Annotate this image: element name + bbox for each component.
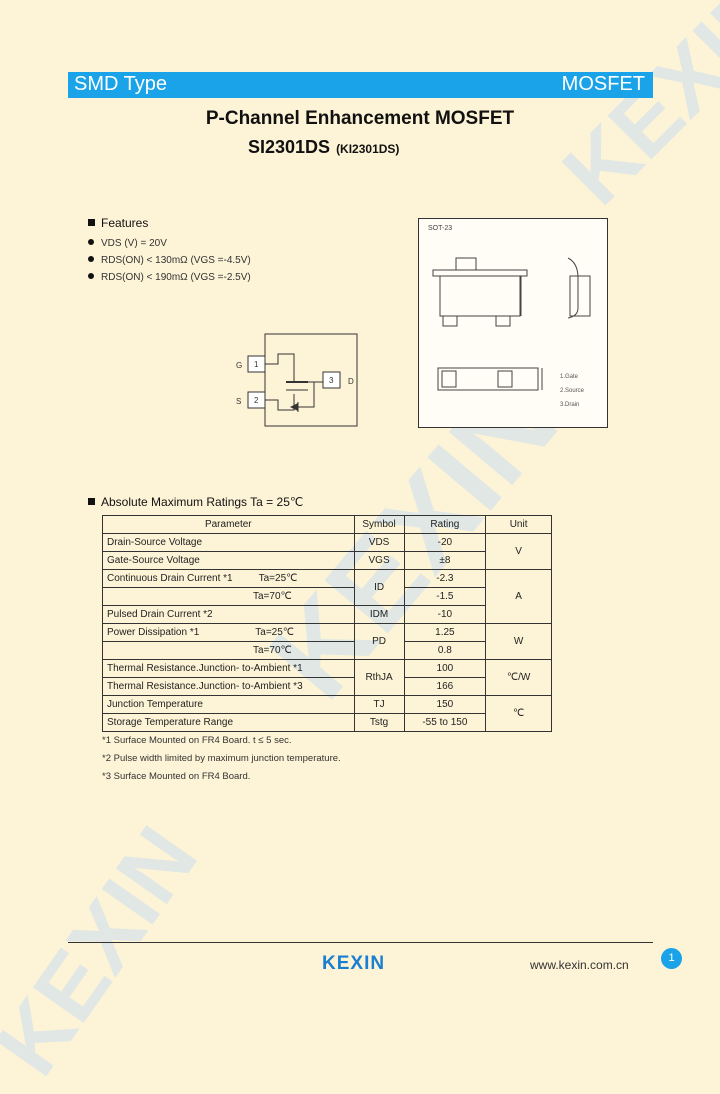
rating-cell: 166 xyxy=(403,677,487,696)
unit-cell: ℃/W xyxy=(485,659,552,696)
part-main: SI2301DS xyxy=(248,137,331,157)
watermark-bottom: KEXIN xyxy=(0,809,217,1093)
param-cell: Ta=70℃ xyxy=(102,641,355,660)
page-title: P-Channel Enhancement MOSFET xyxy=(205,108,515,129)
footnote: *2 Pulse width limited by maximum juncti… xyxy=(102,753,341,764)
rating-cell: -55 to 150 xyxy=(403,713,487,732)
footer-divider xyxy=(68,942,653,943)
table-header-row: Parameter Symbol Rating Unit xyxy=(102,515,552,534)
table-row: Pulsed Drain Current *2 IDM -10 xyxy=(102,605,552,624)
bullet-square-icon xyxy=(88,219,95,226)
symbol-cell: PD xyxy=(353,623,405,660)
pin1-label: 1 xyxy=(254,360,259,369)
symbol-cell: ID xyxy=(353,569,405,606)
column-header: Rating xyxy=(403,515,487,534)
table-row: Drain-Source Voltage VDS -20 V xyxy=(102,533,552,570)
unit-cell: A xyxy=(485,569,552,624)
mosfet-symbol-diagram: G S D 1 2 3 xyxy=(236,333,358,427)
rating-cell: 1.25 xyxy=(403,623,487,642)
symbol-cell: VDS xyxy=(353,533,405,552)
rating-cell: ±8 xyxy=(403,551,487,570)
param-cell: Gate-Source Voltage xyxy=(102,551,355,570)
footnote: *1 Surface Mounted on FR4 Board. t ≤ 5 s… xyxy=(102,735,292,746)
unit-cell: ℃ xyxy=(485,695,552,732)
features-heading: Features xyxy=(88,216,148,230)
bullet-dot-icon xyxy=(88,239,94,245)
bullet-square-icon xyxy=(88,498,95,505)
rating-cell: -2.3 xyxy=(403,569,487,588)
header-right-label: MOSFET xyxy=(561,73,645,95)
brand-logo: KEXIN xyxy=(322,953,386,974)
header-left-label: SMD Type xyxy=(74,73,167,95)
param-cell: Thermal Resistance.Junction- to-Ambient … xyxy=(102,677,355,696)
pin3-label: 3 xyxy=(329,376,334,385)
rating-cell: -1.5 xyxy=(403,587,487,606)
param-cell: Ta=70℃ xyxy=(102,587,355,606)
feature-item: RDS(ON) < 130mΩ (VGS =-4.5V) xyxy=(88,255,251,266)
column-header: Symbol xyxy=(353,515,405,534)
table-row: Thermal Resistance.Junction- to-Ambient … xyxy=(102,659,552,696)
rating-cell: 100 xyxy=(403,659,487,678)
table-row: Thermal Resistance.Junction- to-Ambient … xyxy=(102,677,552,696)
bullet-dot-icon xyxy=(88,273,94,279)
param-cell: Pulsed Drain Current *2 xyxy=(102,605,355,624)
param-cell: Drain-Source Voltage xyxy=(102,533,355,552)
rating-cell: -20 xyxy=(403,533,487,552)
package-name-label: SOT-23 xyxy=(428,225,452,232)
table-row: Junction Temperature TJ 150 ℃ xyxy=(102,695,552,732)
symbol-cell: RthJA xyxy=(353,659,405,696)
param-cell: Storage Temperature Range xyxy=(102,713,355,732)
table-row: Ta=70℃ 0.8 xyxy=(102,641,552,660)
param-cell: Thermal Resistance.Junction- to-Ambient … xyxy=(102,659,355,678)
ratings-table: Parameter Symbol Rating Unit Drain-Sourc… xyxy=(102,515,552,732)
param-cell: Junction Temperature xyxy=(102,695,355,714)
symbol-cell: IDM xyxy=(353,605,405,624)
pin-label-gate: 1.Gate xyxy=(560,374,579,380)
bullet-dot-icon xyxy=(88,256,94,262)
page-number-badge: 1 xyxy=(661,948,682,969)
feature-item: VDS (V) = 20V xyxy=(88,238,167,249)
rating-cell: -10 xyxy=(403,605,487,624)
symbol-cell: TJ xyxy=(353,695,405,714)
table-row: Storage Temperature Range Tstg -55 to 15… xyxy=(102,713,552,732)
drain-label: D xyxy=(348,377,354,386)
gate-label: G xyxy=(236,361,242,370)
pin-label-drain: 3.Drain xyxy=(560,402,579,408)
feature-item: RDS(ON) < 190mΩ (VGS =-2.5V) xyxy=(88,272,251,283)
ratings-heading: Absolute Maximum Ratings Ta = 25℃ xyxy=(88,495,303,509)
unit-cell: W xyxy=(485,623,552,660)
table-row: Ta=70℃ -1.5 xyxy=(102,587,552,606)
package-outline-drawing: SOT-23 1.Gate 2.Source 3.Drain xyxy=(418,218,608,428)
column-header: Unit xyxy=(485,515,552,534)
part-number: SI2301DS (KI2301DS) xyxy=(248,137,399,158)
part-alt: (KI2301DS) xyxy=(336,142,400,156)
unit-cell: V xyxy=(485,533,552,570)
table-row: Gate-Source Voltage VGS ±8 xyxy=(102,551,552,570)
rating-cell: 0.8 xyxy=(403,641,487,660)
pin2-label: 2 xyxy=(254,396,259,405)
rating-cell: 150 xyxy=(403,695,487,714)
footnote: *3 Surface Mounted on FR4 Board. xyxy=(102,771,251,782)
symbol-cell: VGS xyxy=(353,551,405,570)
website-link[interactable]: www.kexin.com.cn xyxy=(530,958,629,972)
symbol-cell: Tstg xyxy=(353,713,405,732)
source-label: S xyxy=(236,397,241,406)
column-header: Parameter xyxy=(102,515,355,534)
pin-label-source: 2.Source xyxy=(560,388,585,394)
header-bar: SMD Type MOSFET xyxy=(68,72,653,98)
